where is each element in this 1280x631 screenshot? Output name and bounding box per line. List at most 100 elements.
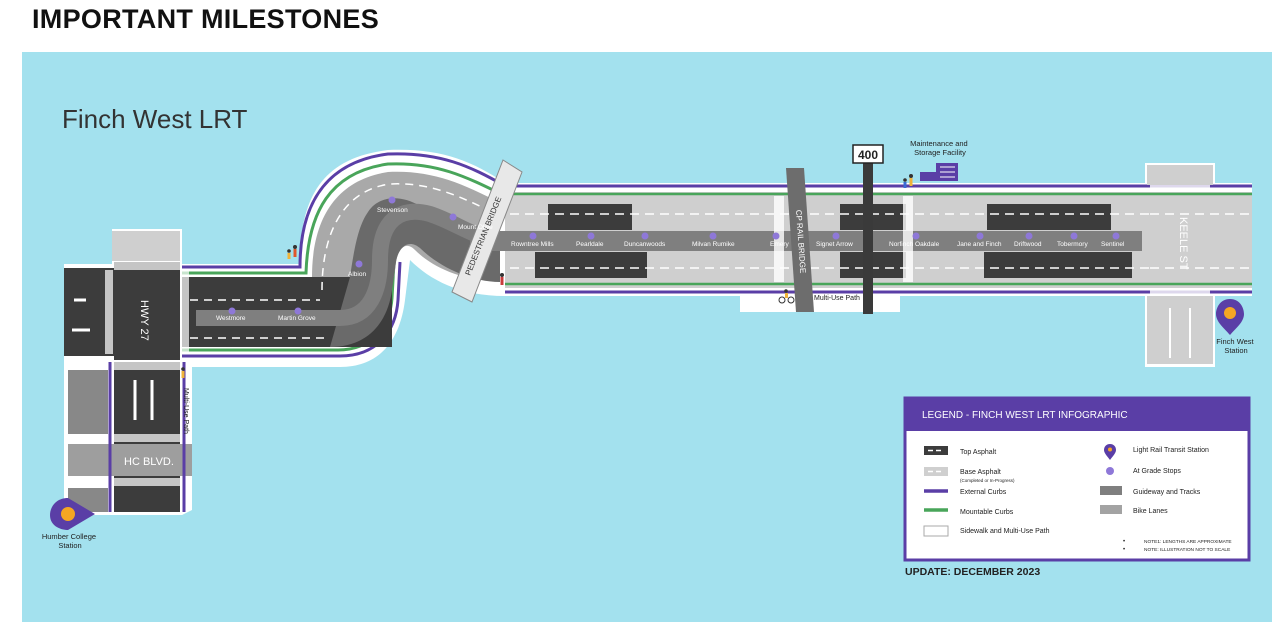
keele-crosswalk-bottom <box>1150 288 1210 296</box>
stop-dot <box>641 232 649 240</box>
legend-item-mountable-curbs: Mountable Curbs <box>924 508 1014 516</box>
maintenance-label-line1: Maintenance and <box>910 139 968 148</box>
lane-dashes-curve <box>321 183 501 291</box>
legend-item-bike-lanes: Bike Lanes <box>1100 505 1168 515</box>
legend-note-bullet: • <box>1123 547 1125 553</box>
legend-item-sidewalk: Sidewalk and Multi-Use Path <box>923 525 1050 537</box>
hwy27-lanes <box>133 380 154 420</box>
stop-label-albion: Albion <box>348 271 366 278</box>
maintenance-label: Maintenance and Storage Facility <box>910 139 970 157</box>
legend-label: At Grade Stops <box>1133 468 1181 475</box>
crosswalk <box>774 196 784 282</box>
crosswalk <box>903 196 913 282</box>
stop-dot <box>294 307 302 315</box>
hwy27-top-lot <box>112 231 180 261</box>
pedestrian-icon <box>903 174 913 188</box>
stop-label-milvan-rumike: Milvan Rumike <box>692 241 735 248</box>
legend-item-external-curbs: External Curbs <box>924 489 1007 496</box>
legend-label: Light Rail Transit Station <box>1133 447 1209 454</box>
mountable-curb-west <box>182 162 506 275</box>
stops: Westmore Martin Grove Albion Stevenson M… <box>216 196 1125 322</box>
pedestrian-icon <box>500 273 504 285</box>
map-title: Finch West LRT <box>62 104 248 134</box>
stop-dot <box>1070 232 1078 240</box>
station-label-humber-line2: Station <box>58 541 81 550</box>
stop-label-sentinel: Sentinel <box>1101 241 1125 248</box>
stop-label-duncanwoods: Duncanwoods <box>624 241 666 248</box>
hwy27-road <box>114 262 180 360</box>
multi-use-path-vertical-label: Multi-Use Path <box>182 388 189 434</box>
legend-label: External Curbs <box>960 489 1007 496</box>
stop-dot <box>449 213 457 221</box>
hwy400-shield <box>852 144 884 164</box>
pedestrian-icon <box>287 245 297 259</box>
at-grade-stop-icon <box>1106 467 1114 475</box>
stop-label-rowntree-mills: Rowntree Mills <box>511 241 554 248</box>
maintenance-facility-icon <box>920 163 958 181</box>
legend-header <box>905 398 1249 431</box>
legend-label: Sidewalk and Multi-Use Path <box>960 528 1050 535</box>
legend-note-bullet: • <box>1123 539 1125 545</box>
stop-dot <box>832 232 840 240</box>
cp-bridge-label: CP RAIL BRIDGE <box>794 210 807 274</box>
legend: LEGEND - FINCH WEST LRT INFOGRAPHIC Top … <box>903 396 1251 562</box>
hwy400-label: 400 <box>858 148 878 162</box>
asphalt-block <box>548 204 632 230</box>
asphalt-block <box>984 252 1132 278</box>
stop-label-emery: Emery <box>770 241 790 248</box>
hwy27-label: HWY 27 <box>138 300 150 341</box>
update-label: UPDATE: DECEMBER 2023 <box>905 566 1040 578</box>
station-pin-dot <box>1224 307 1236 319</box>
keele-bottom <box>1147 296 1213 364</box>
stop-dot <box>912 232 920 240</box>
stop-dot <box>228 307 236 315</box>
legend-note-1: NOTE1: LENGTHS ARE APPROXIMATE <box>1144 539 1232 545</box>
hc-blvd-road <box>68 444 192 476</box>
lane-dashes-east <box>510 213 1250 269</box>
legend-item-at-grade-stop: At Grade Stops <box>1106 467 1181 475</box>
hwy27-crosswalk-mid <box>114 362 180 370</box>
stop-label-martin-grove: Martin Grove <box>278 315 316 322</box>
legend-item-top-asphalt: Top Asphalt <box>924 446 996 456</box>
station-label-humber-line1: Humber College <box>42 532 96 541</box>
legend-item-lrt-station: Light Rail Transit Station <box>1104 444 1209 460</box>
stop-label-stevenson: Stevenson <box>377 207 408 214</box>
hwy400-deck <box>863 158 873 314</box>
legend-title: LEGEND - FINCH WEST LRT INFOGRAPHIC <box>922 410 1128 421</box>
legend-label: Top Asphalt <box>960 449 996 456</box>
stop-dot <box>1025 232 1033 240</box>
hwy27-crosswalk-right <box>181 270 189 354</box>
cyclist-icon <box>778 289 795 304</box>
legend-note-2: NOTE: ILLUSTRATION NOT TO SCALE <box>1144 547 1230 553</box>
stop-label-signet-arrow: Signet Arrow <box>816 241 853 248</box>
keele-crosswalk-top <box>1150 185 1210 192</box>
legend-label: Mountable Curbs <box>960 509 1014 516</box>
station-pin-dot <box>61 507 75 521</box>
asphalt-block <box>987 204 1111 230</box>
stop-label-norfinch-oakdale: Norfinch Oakdale <box>889 241 940 248</box>
west-stub-arrows <box>72 298 90 332</box>
pedestrian-bridge <box>451 159 523 303</box>
stop-label-tobermory: Tobermory <box>1057 241 1088 248</box>
keele-corridor <box>1147 165 1213 364</box>
keele-top <box>1147 165 1213 185</box>
hwy27-crosswalk-left <box>105 270 113 354</box>
legend-item-base-asphalt: Base Asphalt (Completed or In-Progress) <box>924 467 1015 483</box>
cp-rail-bridge <box>786 168 814 312</box>
station-label-finch-line1: Finch West <box>1216 337 1254 346</box>
hwy27-corridor <box>64 231 192 512</box>
west-lot-1 <box>68 370 108 434</box>
legend-label: Bike Lanes <box>1133 508 1168 515</box>
lrt-station-pin-icon <box>1104 444 1116 460</box>
road-east-right-light <box>1150 192 1252 288</box>
stop-dot <box>355 260 363 268</box>
station-label-finch-line2: Station <box>1224 346 1247 355</box>
hwy27-crosswalk-low <box>114 434 180 442</box>
station-humber-college: Humber College Station <box>42 498 96 550</box>
sidewalk-icon <box>923 525 949 537</box>
legend-sublabel: (Completed or In-Progress) <box>960 478 1015 483</box>
guideway-icon <box>1100 486 1122 495</box>
stop-label-pearldale: Pearldale <box>576 241 604 248</box>
multi-use-path-label: Multi-Use Path <box>814 295 860 302</box>
cp-rail-bridge-deck <box>786 168 814 312</box>
